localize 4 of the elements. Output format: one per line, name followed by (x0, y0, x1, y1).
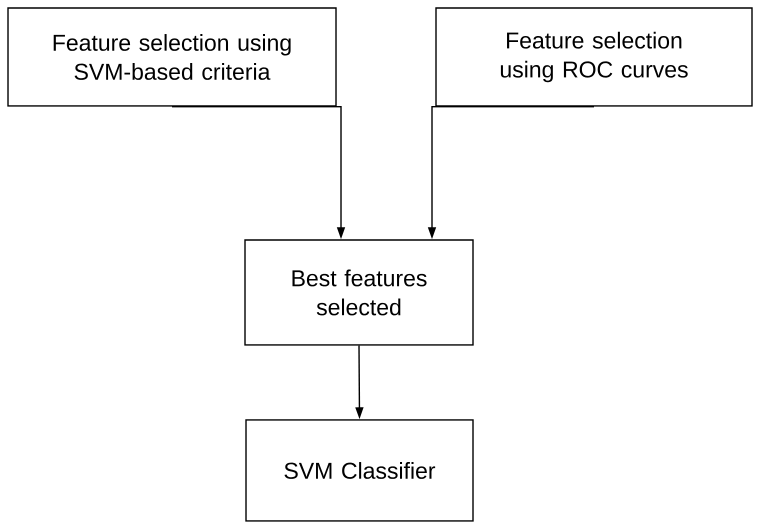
process-box: Feature selection using ROC curves (435, 7, 753, 107)
process-box: SVM Classifier (245, 419, 474, 522)
process-box: Feature selection using SVM-based criteria (7, 7, 337, 107)
process-box: Best features selected (244, 239, 474, 346)
